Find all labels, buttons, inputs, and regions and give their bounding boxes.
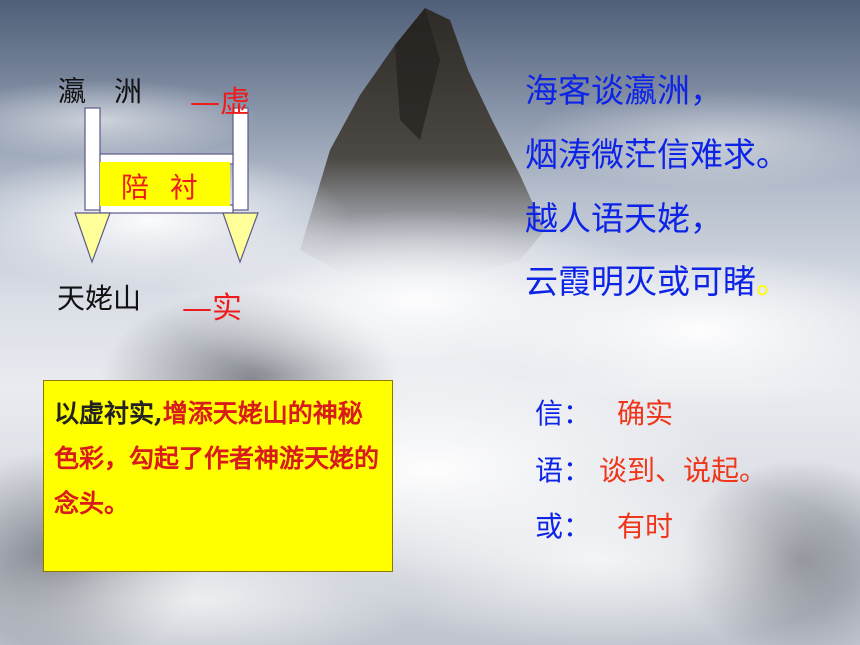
poem-line-4-end: 。 bbox=[756, 262, 789, 301]
poem-line-4: 云霞明灭或可睹。 bbox=[525, 255, 789, 303]
poem-line-1: 海客谈瀛洲， bbox=[525, 71, 723, 110]
note-box bbox=[43, 380, 393, 572]
note-part2: 增添天姥山的神秘色彩，勾起了作者神游天姥的念头。 bbox=[54, 399, 380, 518]
poem-line-2: 烟涛微茫信难求。 bbox=[525, 135, 789, 174]
tag-shi: —实 bbox=[182, 291, 242, 326]
label-tianmu-shan: 天姥山 bbox=[57, 282, 142, 315]
diagram-connectors bbox=[74, 107, 259, 264]
note-part1: 以虚衬实, bbox=[54, 399, 163, 428]
note-text: 以虚衬实,增添天姥山的神秘色彩，勾起了作者神游天姥的念头。 bbox=[54, 391, 384, 526]
gloss-key-xin: 信： bbox=[535, 397, 592, 430]
peichen-box bbox=[100, 162, 230, 206]
label-yingzhou: 瀛 洲 bbox=[58, 75, 143, 108]
gloss-key-huo: 或： bbox=[535, 510, 592, 543]
gloss-value-huo: 有时 bbox=[617, 510, 674, 543]
gloss-value-yu: 谈到、说起。 bbox=[599, 454, 768, 487]
gloss-key-yu: 语： bbox=[535, 454, 592, 487]
poem-line-4-text: 云霞明灭或可睹 bbox=[525, 262, 756, 301]
gloss-value-xin: 确实 bbox=[617, 397, 674, 430]
label-peichen: 陪 衬 bbox=[121, 171, 204, 204]
tag-xu: —虚 bbox=[190, 85, 250, 120]
poem-line-3: 越人语天姥， bbox=[525, 199, 723, 238]
